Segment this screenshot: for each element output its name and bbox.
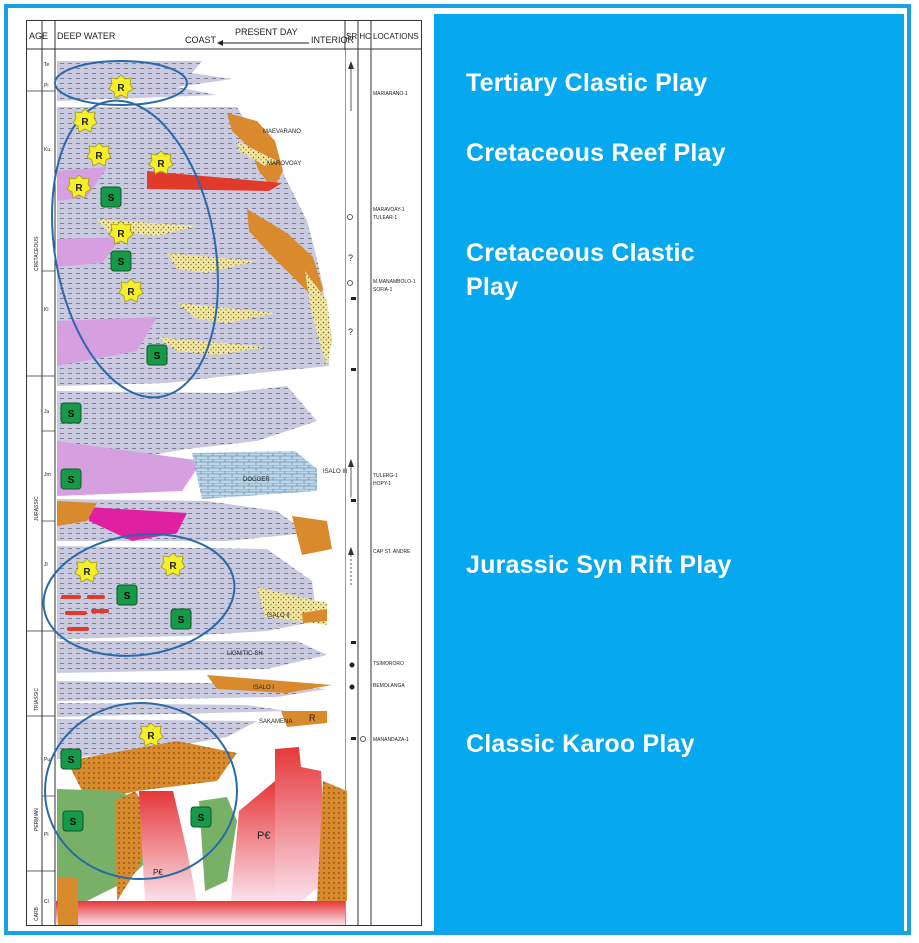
svg-text:S: S (198, 813, 205, 824)
play-label-jurassic-syn-rift: Jurassic Syn Rift Play (466, 548, 732, 582)
formation-label: ISALO III (323, 469, 348, 475)
svg-text:S: S (118, 257, 125, 268)
header-present-day: PRESENT DAY (235, 27, 298, 37)
play-legend-panel: Tertiary Clastic Play Cretaceous Reef Pl… (434, 14, 904, 931)
sr-hc-marks: ? ? (348, 61, 366, 742)
svg-text:S: S (178, 615, 185, 626)
location-label: SOFIA-1 (373, 287, 393, 293)
header-sr-hc: SR HC (346, 32, 371, 41)
play-label-cretaceous-clastic: Cretaceous Clastic Play (466, 236, 695, 304)
source-badge-icon: S (117, 585, 137, 605)
formation-label: R (309, 713, 316, 723)
formation-label: DOGGER (243, 477, 270, 483)
play-label-cretaceous-reef: Cretaceous Reef Play (466, 136, 726, 170)
svg-text:R: R (169, 561, 177, 572)
age-label-cretaceous: CRETACEOUS (34, 236, 40, 271)
formation-label: P€ (257, 830, 270, 842)
stratigraphic-chart-svg: AGE DEEP WATER COAST PRESENT DAY INTERIO… (27, 21, 421, 925)
age-label-carb: CARB (34, 906, 40, 921)
location-label: MARAVOAY-1 (373, 207, 405, 213)
age-label-jurassic: JURASSIC (34, 496, 40, 521)
location-label: TULERG-1 (373, 473, 398, 479)
formation-label: ISALO I (253, 685, 274, 691)
header-coast: COAST (185, 35, 217, 45)
svg-text:R: R (157, 159, 165, 170)
svg-text:?: ? (348, 253, 353, 263)
source-badge-icon: S (191, 807, 211, 827)
header-deep-water: DEEP WATER (57, 31, 116, 41)
age-label-permian: PERMIAN (34, 808, 40, 831)
svg-text:R: R (75, 183, 83, 194)
age-label: Jm (44, 472, 51, 478)
svg-text:R: R (127, 287, 135, 298)
play-label-classic-karoo: Classic Karoo Play (466, 727, 695, 761)
age-label: Kl (44, 307, 48, 313)
formation-label: SAKAMENA (259, 719, 292, 725)
age-label: Pi (44, 83, 48, 89)
play-label-tertiary-clastic: Tertiary Clastic Play (466, 66, 707, 100)
stratigraphic-chart: AGE DEEP WATER COAST PRESENT DAY INTERIO… (26, 20, 422, 926)
svg-text:S: S (154, 351, 161, 362)
source-badge-icon: S (171, 609, 191, 629)
svg-text:S: S (68, 475, 75, 486)
location-label: MARIARANO-1 (373, 91, 408, 97)
source-badge-icon: S (61, 403, 81, 423)
source-badge-icon: S (147, 345, 167, 365)
age-label: Pl (44, 832, 48, 838)
age-label: Jl (44, 562, 48, 568)
location-label: TSIMORORO (373, 661, 404, 667)
location-label: TULEAR-1 (373, 215, 397, 221)
svg-text:S: S (124, 591, 131, 602)
source-badge-icon: S (63, 811, 83, 831)
strata (56, 50, 347, 925)
formation-label: LIGNITIC-SH (227, 651, 263, 657)
age-label-triassic: TRIASSIC (34, 688, 40, 711)
svg-text:?: ? (348, 327, 353, 337)
svg-text:S: S (70, 817, 77, 828)
header-age: AGE (29, 31, 48, 41)
location-label: M.MANAMBOLO-1 (373, 279, 416, 285)
svg-text:R: R (83, 567, 91, 578)
arrow-head-icon (217, 40, 223, 46)
source-badge-icon: S (111, 251, 131, 271)
location-label: HOPY-1 (373, 481, 391, 487)
formation-label: MAEVARANO (263, 129, 301, 135)
svg-text:S: S (108, 193, 115, 204)
source-badge-icon: S (61, 749, 81, 769)
svg-text:S: S (68, 409, 75, 420)
age-label: Ku (44, 147, 50, 153)
formation-label: ISALO II (267, 613, 290, 619)
formation-label: P€ (153, 868, 163, 877)
svg-text:R: R (81, 117, 89, 128)
svg-text:R: R (117, 83, 125, 94)
header-locations: LOCATIONS (373, 32, 419, 41)
svg-text:R: R (117, 229, 125, 240)
svg-text:S: S (68, 755, 75, 766)
location-label: CAP ST. ANDRE (373, 549, 411, 555)
svg-text:R: R (95, 151, 103, 162)
formation-label: MAROVOAY (267, 161, 301, 167)
age-label: Ju (44, 409, 50, 415)
age-label: Te (44, 62, 50, 68)
source-badge-icon: S (101, 187, 121, 207)
source-badge-icon: S (61, 469, 81, 489)
svg-text:R: R (147, 731, 155, 742)
location-label: BEMOLANGA (373, 683, 405, 689)
age-label: Cl (44, 899, 49, 905)
location-label: MANANDAZA-1 (373, 737, 409, 743)
